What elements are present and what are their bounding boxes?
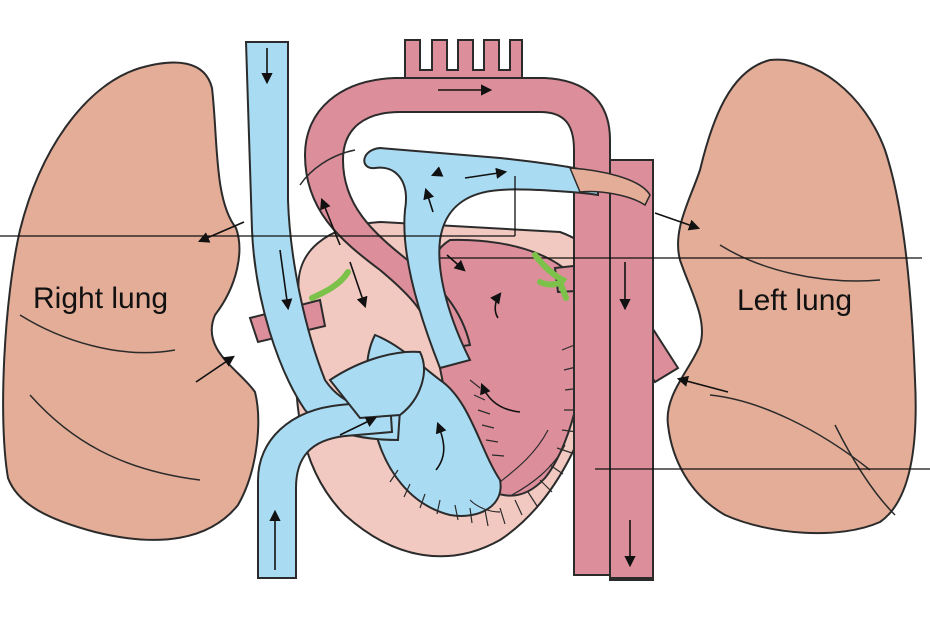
heart bbox=[294, 220, 611, 558]
left-lung-label: Left lung bbox=[737, 284, 852, 317]
annotation-marks bbox=[309, 252, 569, 301]
left-lung bbox=[666, 58, 917, 535]
right-lung bbox=[2, 61, 260, 541]
superior-vena-cava bbox=[244, 41, 402, 442]
descending-aorta bbox=[609, 159, 654, 579]
right-lung-label: Right lung bbox=[33, 282, 168, 315]
flow-arrows bbox=[195, 48, 729, 570]
right-atrium bbox=[328, 350, 425, 420]
label-lines bbox=[0, 176, 930, 470]
pulmonary-artery bbox=[299, 146, 651, 370]
